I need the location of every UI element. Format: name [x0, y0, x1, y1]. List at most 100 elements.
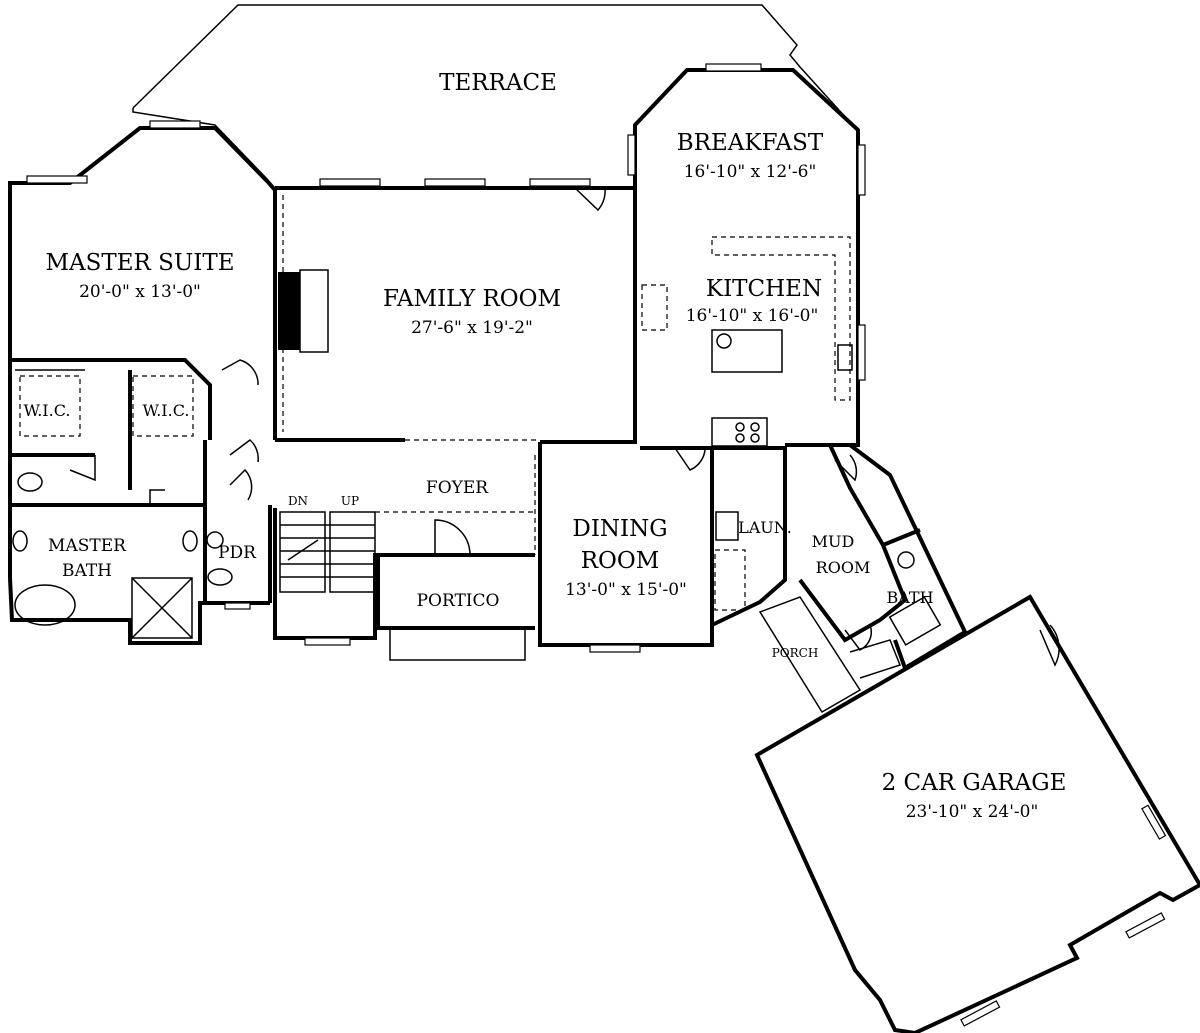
shower [131, 577, 193, 639]
master-bath-label-1: MASTER [48, 536, 127, 556]
garage-wall [754, 594, 1200, 1033]
window [319, 178, 381, 187]
window [705, 63, 762, 72]
breakfast-bay-wall [633, 68, 860, 447]
master-suite-wall [8, 126, 277, 578]
stair-run-down [279, 511, 326, 593]
front-door [434, 519, 471, 556]
garage-entry-door [1039, 624, 1060, 667]
exterior-walls [8, 4, 1200, 1033]
lavatory [12, 530, 28, 552]
wic-left-label: W.I.C. [24, 401, 71, 420]
master-bath-label-2: BATH [62, 561, 112, 581]
window [857, 144, 866, 196]
garage-size: 23'-10" x 24'-0" [906, 802, 1039, 822]
pdr-toilet [207, 568, 233, 586]
shower-x [131, 577, 193, 639]
stair-enclosure [273, 508, 535, 640]
kitchen-size: 16'-10" x 16'-0" [686, 306, 819, 326]
mud-room-label-2: ROOM [816, 558, 871, 577]
hearth [299, 269, 329, 353]
pantry [641, 284, 668, 331]
stair-break [287, 539, 319, 561]
burner [750, 422, 760, 432]
window [424, 178, 486, 187]
windows [26, 63, 1167, 1027]
window [304, 637, 351, 646]
burner [750, 433, 760, 443]
island-sink [716, 333, 732, 349]
kitchen-sink [837, 344, 853, 371]
window [857, 324, 866, 381]
mud-room-label-1: MUD [812, 532, 855, 551]
stair-run-up [329, 511, 376, 593]
portico-walls [376, 555, 535, 630]
lavatory [182, 530, 198, 552]
bath-sink [897, 551, 915, 569]
window [224, 602, 251, 610]
pdr-sink [206, 531, 224, 549]
door [229, 439, 259, 463]
wic-right-label: W.I.C. [143, 401, 190, 420]
bath-divider [882, 528, 921, 547]
master-bath-outline [8, 577, 270, 645]
bath-shower [888, 596, 942, 646]
burner [735, 433, 745, 443]
pdr-label: PDR [218, 543, 257, 563]
bath-wall [848, 443, 968, 671]
terrace-left-edge [132, 108, 269, 181]
window [149, 120, 201, 129]
porch-outline [758, 596, 862, 714]
door [834, 454, 858, 482]
wic-left-closet [19, 375, 81, 437]
kitchen-island [711, 329, 783, 373]
wic-right-closet [132, 375, 194, 437]
family-room-size: 27'-6" x 19'-2" [411, 318, 533, 338]
kitchen-label: KITCHEN [706, 276, 822, 302]
burner [735, 422, 745, 432]
door [674, 447, 706, 471]
window [26, 175, 88, 184]
door [149, 489, 165, 505]
foyer-label: FOYER [426, 478, 489, 498]
door [229, 468, 253, 501]
bath-label: BATH [886, 588, 933, 607]
family-room-wall [275, 186, 637, 444]
dining-room-wall [538, 442, 714, 647]
toilet [17, 472, 43, 492]
garage-label: 2 CAR GARAGE [882, 770, 1067, 796]
window [627, 134, 636, 176]
portico-step [389, 630, 526, 661]
window [1125, 912, 1166, 939]
door [69, 455, 96, 482]
wic-walls [10, 358, 212, 440]
dining-room-label-2: ROOM [581, 548, 660, 574]
room-labels: TERRACE BREAKFAST 16'-10" x 12'-6" MASTE… [24, 70, 1067, 822]
washer [715, 511, 739, 541]
window [589, 644, 641, 653]
dining-room-label-1: DINING [572, 516, 667, 542]
porch-label: PORCH [772, 646, 819, 660]
breakfast-label: BREAKFAST [677, 130, 824, 156]
stair-down-label: DN [288, 494, 308, 508]
window [960, 1000, 1001, 1027]
window [529, 178, 591, 187]
terrace-label: TERRACE [439, 70, 557, 96]
breakfast-size: 16'-10" x 12'-6" [684, 162, 817, 182]
tub [14, 584, 76, 626]
kitchen-counter-top [711, 236, 851, 401]
laundry-counter [714, 549, 746, 611]
porch-steps [849, 639, 901, 679]
doors [69, 187, 1060, 667]
cooktop [711, 417, 768, 447]
portico-label: PORTICO [417, 591, 500, 611]
terrace-door [574, 187, 606, 212]
fixtures [12, 195, 942, 646]
stair-up-label: UP [341, 494, 359, 508]
master-suite-label: MASTER SUITE [45, 250, 234, 276]
family-room-label: FAMILY ROOM [383, 286, 561, 312]
window [1141, 804, 1167, 840]
dining-room-size: 13'-0" x 15'-0" [565, 580, 687, 600]
door [221, 359, 259, 386]
